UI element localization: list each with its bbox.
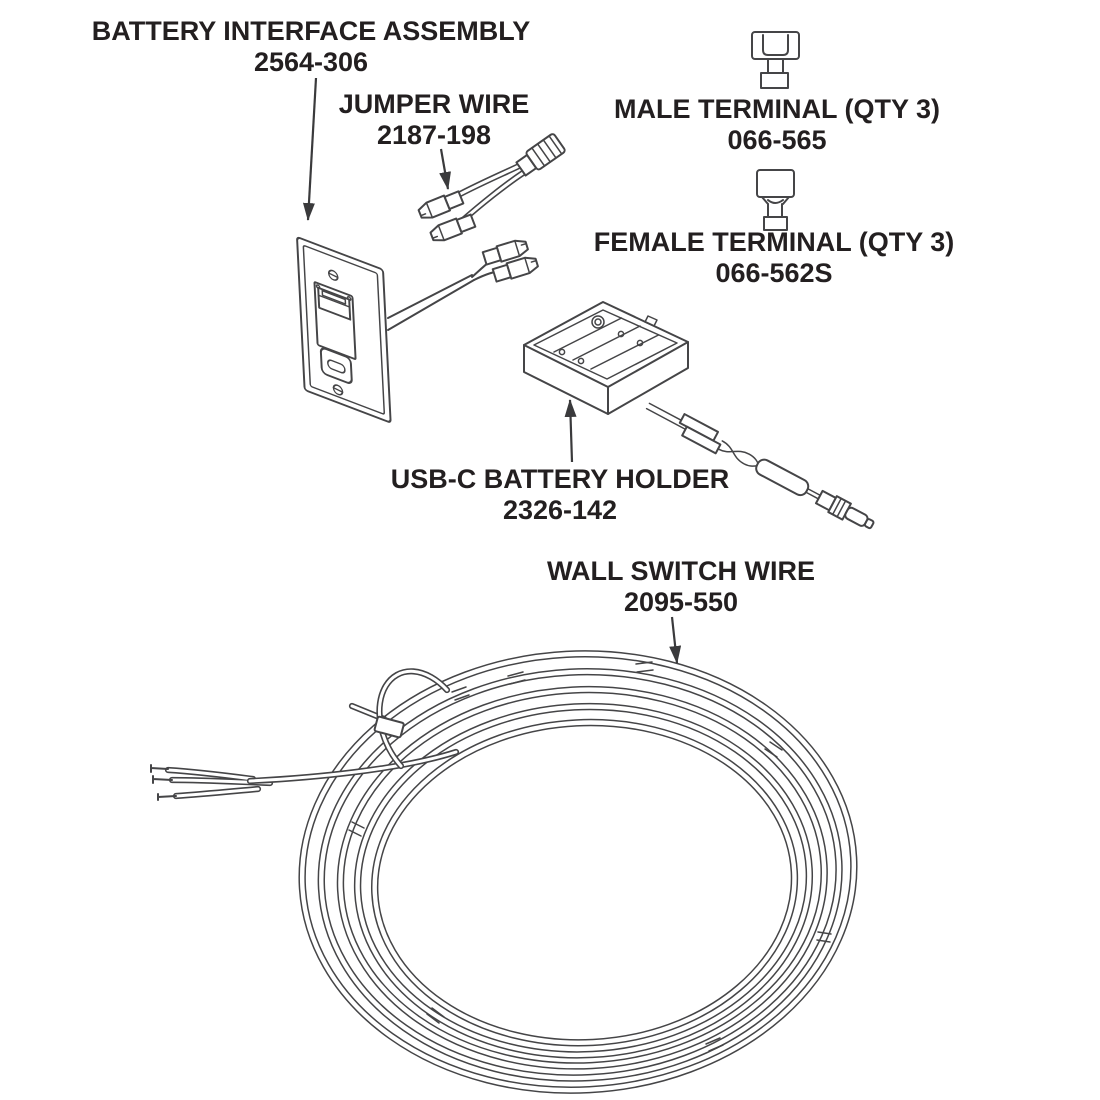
part-number: 2095-550	[623, 587, 739, 617]
jumper-connector-drawing	[515, 133, 566, 177]
leader-arrows	[302, 77, 682, 664]
label-battery-interface-assembly: BATTERY INTERFACE ASSEMBLY 2564-306	[92, 16, 531, 78]
battery-holder-arrow	[564, 399, 577, 463]
usb-c-plug-drawing	[844, 506, 875, 530]
part-number: 066-565	[727, 125, 827, 155]
jumper-wire-arrow	[439, 148, 451, 190]
part-name: JUMPER WIRE	[338, 89, 530, 119]
part-name: WALL SWITCH WIRE	[547, 556, 815, 586]
battery-holder-wire-drawing	[645, 402, 875, 530]
coil-tick-marks	[348, 661, 832, 1052]
battery-interface-arrow	[302, 77, 318, 221]
label-female-terminal: FEMALE TERMINAL (QTY 3) 066-562S	[594, 227, 955, 289]
wall-switch-wire-coil-drawing	[298, 650, 858, 1094]
male-terminal-icon	[751, 31, 800, 89]
part-number: 2187-198	[376, 120, 492, 150]
part-name: BATTERY INTERFACE ASSEMBLY	[91, 16, 531, 46]
battery-holder-drawing	[523, 301, 875, 530]
usb-c-port-drawing	[319, 347, 353, 384]
wall-plate-wire-drawing	[387, 236, 541, 331]
part-number: 2326-142	[502, 495, 618, 525]
wall-switch-wire-arrow	[669, 616, 682, 664]
label-wall-switch-wire: WALL SWITCH WIRE 2095-550	[547, 556, 815, 618]
label-jumper-wire: JUMPER WIRE 2187-198	[339, 89, 530, 151]
part-name: USB-C BATTERY HOLDER	[390, 464, 730, 494]
female-terminal-icon	[756, 169, 795, 231]
wall-plate-drawing	[296, 236, 541, 423]
part-number: 2564-306	[253, 47, 369, 77]
jumper-wire-drawing	[416, 133, 566, 245]
label-usb-c-battery-holder: USB-C BATTERY HOLDER 2326-142	[391, 464, 730, 526]
part-name: MALE TERMINAL (QTY 3)	[613, 94, 941, 124]
label-male-terminal: MALE TERMINAL (QTY 3) 066-565	[614, 94, 940, 156]
wall-switch-wire-lead-drawing	[150, 668, 460, 801]
part-name: FEMALE TERMINAL (QTY 3)	[593, 227, 955, 257]
part-number: 066-562S	[715, 258, 833, 288]
coil-clip-drawing	[348, 668, 451, 770]
